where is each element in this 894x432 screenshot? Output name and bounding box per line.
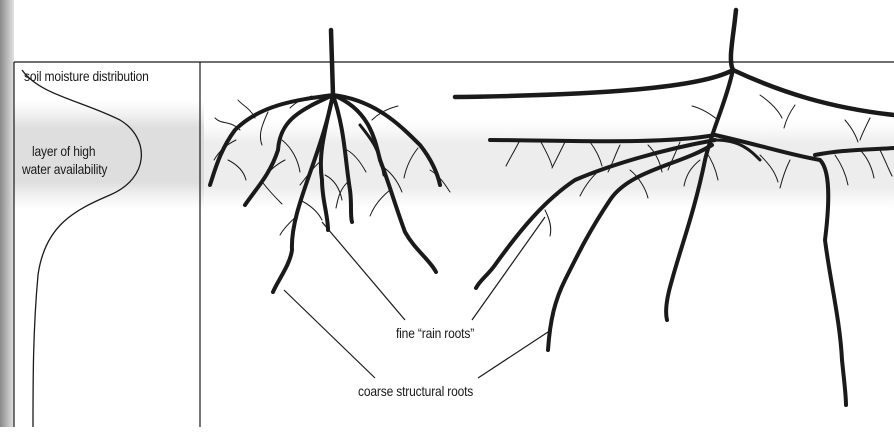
right-taproot-stem xyxy=(731,10,736,70)
leader-fine-left xyxy=(322,222,405,320)
left-taproot-stem xyxy=(331,30,333,95)
leader-coarse-right xyxy=(478,332,548,378)
coarse-roots-label: coarse structural roots xyxy=(358,383,473,399)
left-edge-shading xyxy=(0,0,14,427)
right-lateral-root xyxy=(455,70,733,97)
leader-fine-right xyxy=(472,217,545,320)
layer-label-line2: water availability xyxy=(22,161,107,177)
fine-roots-label: fine “rain roots” xyxy=(396,325,474,341)
right-lateral-root xyxy=(733,70,894,115)
layer-label-line1: layer of high xyxy=(32,143,95,159)
moisture-label: soil moisture distribution xyxy=(24,68,149,84)
leader-coarse-left xyxy=(284,290,375,378)
label-leaders xyxy=(284,217,548,378)
